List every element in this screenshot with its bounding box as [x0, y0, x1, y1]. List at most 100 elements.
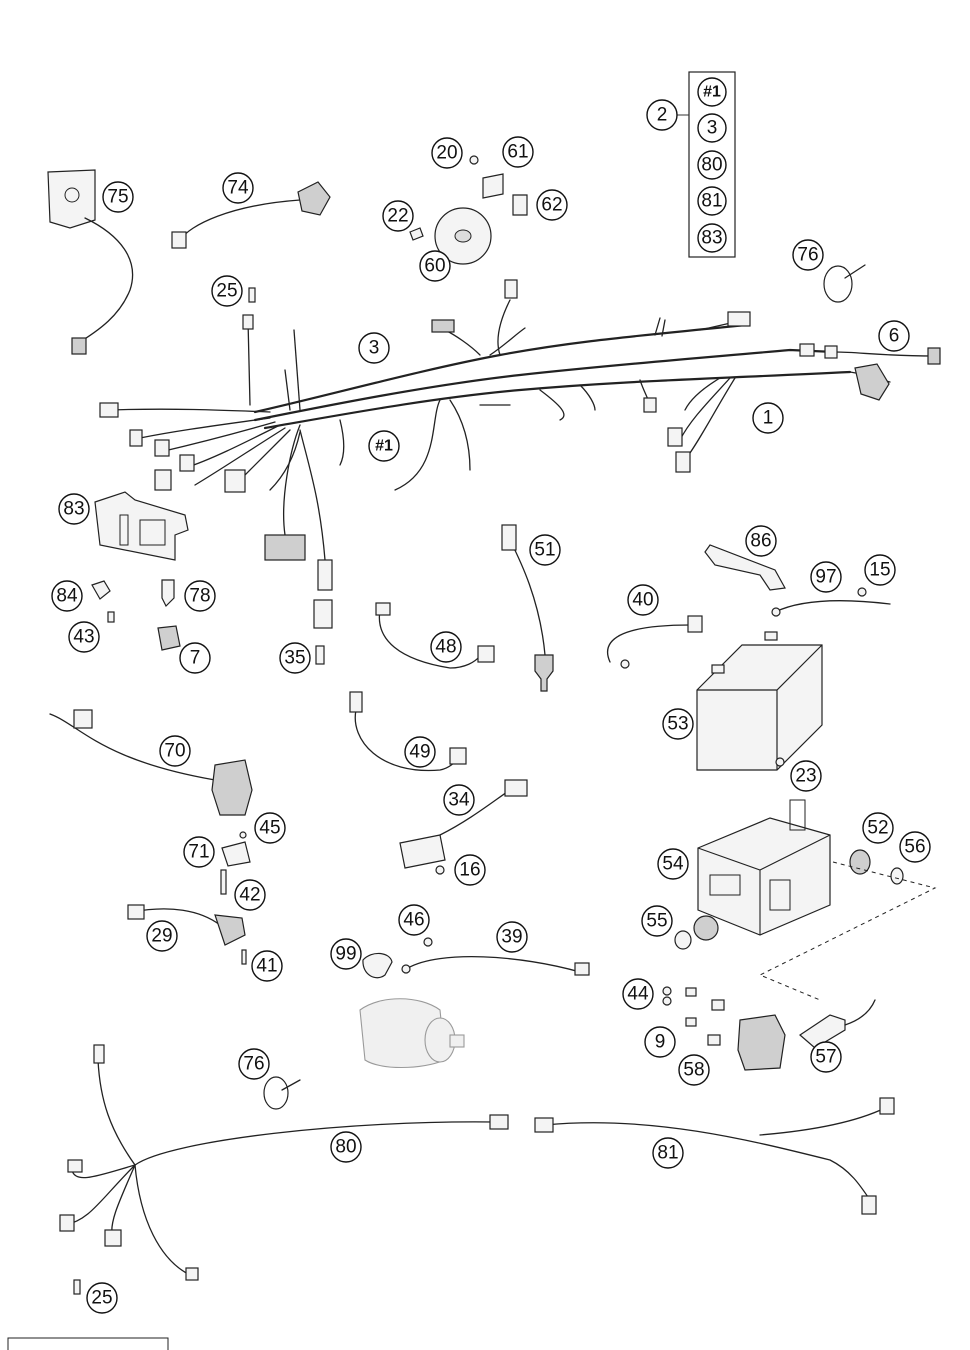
- callout-84: 84: [51, 580, 83, 612]
- part-86-strap: [704, 544, 786, 591]
- svg-text:48: 48: [435, 637, 456, 658]
- callout-22: 22: [382, 200, 414, 232]
- svg-text:62: 62: [541, 195, 562, 216]
- callout-16: 16: [454, 854, 486, 886]
- callout-1: 1: [752, 402, 784, 434]
- part-71-cover: [221, 841, 251, 867]
- callout-57: 57: [810, 1041, 842, 1073]
- part-7-relay: [157, 625, 181, 651]
- callout-78: 78: [184, 580, 216, 612]
- callout-61: 61: [502, 136, 534, 168]
- svg-text:76: 76: [797, 245, 818, 266]
- callout-55: 55: [641, 905, 673, 937]
- assembly-guide-line: [758, 861, 937, 1001]
- kit-item-83: 83: [697, 223, 727, 253]
- svg-text:42: 42: [239, 885, 260, 906]
- part-74-cable: [171, 181, 331, 249]
- kit-item-3: 3: [697, 113, 727, 143]
- callout-80: 80: [330, 1131, 362, 1163]
- svg-text:45: 45: [259, 818, 280, 839]
- svg-text:57: 57: [815, 1047, 836, 1068]
- callout-44: 44: [622, 978, 654, 1010]
- svg-text:54: 54: [662, 854, 684, 875]
- callout-39: 39: [496, 921, 528, 953]
- callout-86: 86: [745, 525, 777, 557]
- callout-48: 48: [430, 631, 462, 663]
- callout-58: 58: [678, 1054, 710, 1086]
- callout-20: 20: [431, 137, 463, 169]
- svg-text:#1: #1: [703, 84, 721, 101]
- svg-text:75: 75: [107, 187, 128, 208]
- svg-text:29: 29: [151, 926, 172, 947]
- callout-52: 52: [862, 812, 894, 844]
- svg-text:83: 83: [701, 228, 722, 249]
- svg-text:76: 76: [243, 1054, 264, 1075]
- callout-76-upper: 76: [792, 239, 824, 271]
- part-41-screw: [241, 949, 247, 965]
- callout-34: 34: [443, 784, 475, 816]
- callout-71: 71: [183, 836, 215, 868]
- svg-text:70: 70: [164, 741, 185, 762]
- callout-49: 49: [404, 736, 436, 768]
- svg-text:49: 49: [409, 742, 430, 763]
- svg-text:86: 86: [750, 531, 771, 552]
- part-42-screw: [220, 869, 227, 895]
- svg-text:80: 80: [701, 155, 722, 176]
- svg-text:#1: #1: [375, 438, 393, 455]
- callout-53: 53: [662, 708, 694, 740]
- svg-text:81: 81: [657, 1143, 678, 1164]
- callout-42: 42: [234, 879, 266, 911]
- part-39-cable: [401, 956, 590, 976]
- part-76-cable-tie-lower: [263, 1076, 301, 1110]
- part-25-terminal-lower: [73, 1279, 81, 1295]
- svg-text:83: 83: [63, 499, 84, 520]
- svg-text:74: 74: [227, 178, 249, 199]
- callout-76-lower: 76: [238, 1048, 270, 1080]
- svg-text:81: 81: [701, 191, 722, 212]
- svg-text:58: 58: [683, 1060, 704, 1081]
- svg-text:78: 78: [189, 586, 210, 607]
- svg-text:56: 56: [904, 837, 925, 858]
- callout-7: 7: [179, 642, 211, 674]
- main-wiring-harness: [99, 279, 941, 629]
- callout-40: 40: [627, 584, 659, 616]
- svg-text:25: 25: [216, 281, 237, 302]
- svg-text:43: 43: [73, 627, 94, 648]
- part-46-nut: [423, 937, 433, 947]
- callout-35: 35: [279, 642, 311, 674]
- svg-text:80: 80: [335, 1137, 356, 1158]
- part-54-battery-box: [697, 799, 831, 936]
- callout-75: 75: [102, 181, 134, 213]
- callout-56: 56: [899, 831, 931, 863]
- footer-reference-box: [7, 1337, 169, 1350]
- part-52-grommet: [849, 849, 871, 875]
- part-56-washer: [890, 867, 904, 885]
- callout-74: 74: [222, 172, 254, 204]
- part-76-cable-tie: [823, 264, 866, 303]
- part-15-bolt: [857, 587, 867, 597]
- svg-text:25: 25: [91, 1288, 112, 1309]
- part-35-cap: [315, 645, 325, 665]
- part-29-cable: [127, 904, 246, 946]
- part-23-screw: [775, 757, 785, 767]
- svg-text:97: 97: [815, 567, 836, 588]
- part-80-harness: [59, 1044, 509, 1281]
- part-81-harness: [534, 1097, 895, 1215]
- part-40-cable: [606, 615, 703, 669]
- part-83-bracket: [94, 491, 189, 561]
- kit-item-81: 81: [697, 186, 727, 216]
- callout-43: 43: [68, 621, 100, 653]
- callout-h1: #1: [368, 430, 400, 462]
- svg-text:6: 6: [889, 326, 900, 347]
- callout-70: 70: [159, 735, 191, 767]
- svg-text:3: 3: [369, 338, 380, 359]
- svg-text:51: 51: [534, 540, 555, 561]
- svg-text:55: 55: [646, 911, 667, 932]
- part-55-spacer: [674, 915, 719, 950]
- part-75-switch-harness: [47, 169, 134, 355]
- callout-2: 2: [646, 99, 678, 131]
- callout-23: 23: [790, 760, 822, 792]
- callout-97: 97: [810, 561, 842, 593]
- svg-text:46: 46: [403, 910, 424, 931]
